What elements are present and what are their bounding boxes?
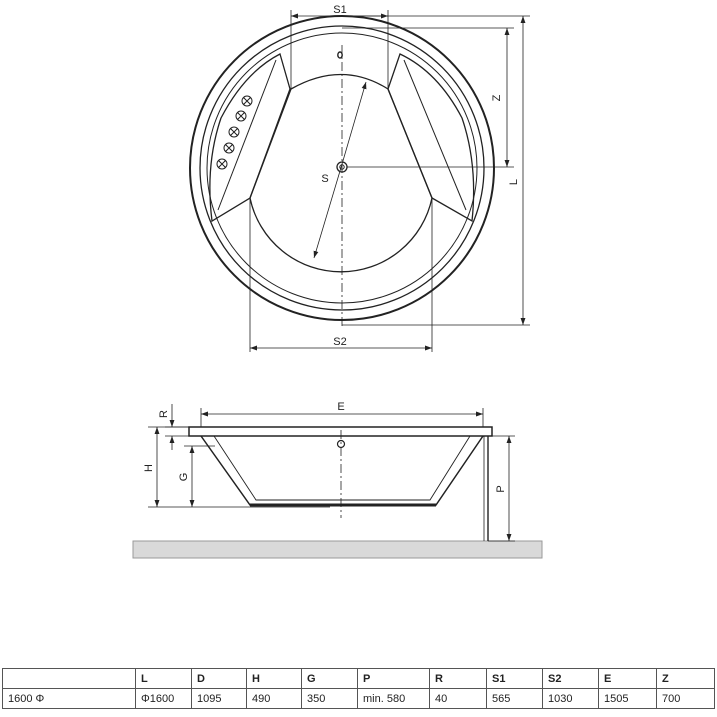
jet-icon [223, 142, 235, 154]
label-p: P [495, 485, 507, 492]
label-s1: S1 [333, 4, 346, 16]
tub-body-side [200, 435, 484, 506]
side-view [132, 426, 543, 559]
spec-header-cell: S1 [486, 668, 543, 689]
top-view-labels: S1 S2 S Z L [321, 4, 520, 348]
spec-cell: 700 [656, 688, 715, 709]
tub-rim-side [188, 426, 493, 437]
spec-cell: 490 [246, 688, 302, 709]
left-seat [209, 53, 291, 223]
spec-table: L D H G P R S1 S2 E Z 1600 Φ Φ1600 1095 … [2, 668, 715, 709]
table-row: 1600 Φ Φ1600 1095 490 350 min. 580 40 56… [2, 688, 715, 709]
spec-header-cell: L [135, 668, 192, 689]
side-view-labels: E R H G P [143, 401, 507, 493]
tub-inner-rim [199, 25, 485, 311]
spec-table-header-row: L D H G P R S1 S2 E Z [2, 668, 715, 689]
spec-cell: 1600 Φ [2, 688, 136, 709]
label-h: H [143, 464, 155, 472]
spec-cell: 40 [429, 688, 487, 709]
dimension-s [339, 81, 367, 172]
spec-header-cell: D [191, 668, 247, 689]
spec-header-cell: H [246, 668, 302, 689]
spec-cell: 565 [486, 688, 543, 709]
top-view [189, 15, 495, 326]
label-r: R [158, 410, 170, 418]
label-s2: S2 [333, 336, 346, 348]
spec-header-cell: R [429, 668, 487, 689]
spec-cell: 1030 [542, 688, 599, 709]
jet-icon [228, 126, 240, 138]
spec-cell: 350 [301, 688, 358, 709]
jet-icon [241, 95, 253, 107]
spec-cell: 1095 [191, 688, 247, 709]
spec-header-cell: S2 [542, 668, 599, 689]
side-view-dimensions [148, 404, 515, 542]
spec-header-cell: E [598, 668, 657, 689]
label-g: G [178, 473, 190, 482]
overflow-icon [337, 51, 343, 59]
spec-header-cell [2, 668, 136, 689]
spec-header-cell: P [357, 668, 430, 689]
label-z: Z [491, 94, 503, 101]
top-view-dimensions [249, 10, 530, 352]
jet-icon [235, 110, 247, 122]
spec-cell: min. 580 [357, 688, 430, 709]
spec-header-cell: Z [656, 668, 715, 689]
spec-cell: Φ1600 [135, 688, 192, 709]
floor [132, 540, 543, 559]
right-seat [387, 53, 475, 223]
massage-jets [216, 95, 253, 170]
basin-outline [249, 73, 433, 273]
label-e: E [337, 401, 344, 413]
label-l: L [508, 179, 520, 185]
spec-header-cell: G [301, 668, 358, 689]
spec-cell: 1505 [598, 688, 657, 709]
jet-icon [216, 158, 228, 170]
label-s: S [321, 173, 328, 185]
